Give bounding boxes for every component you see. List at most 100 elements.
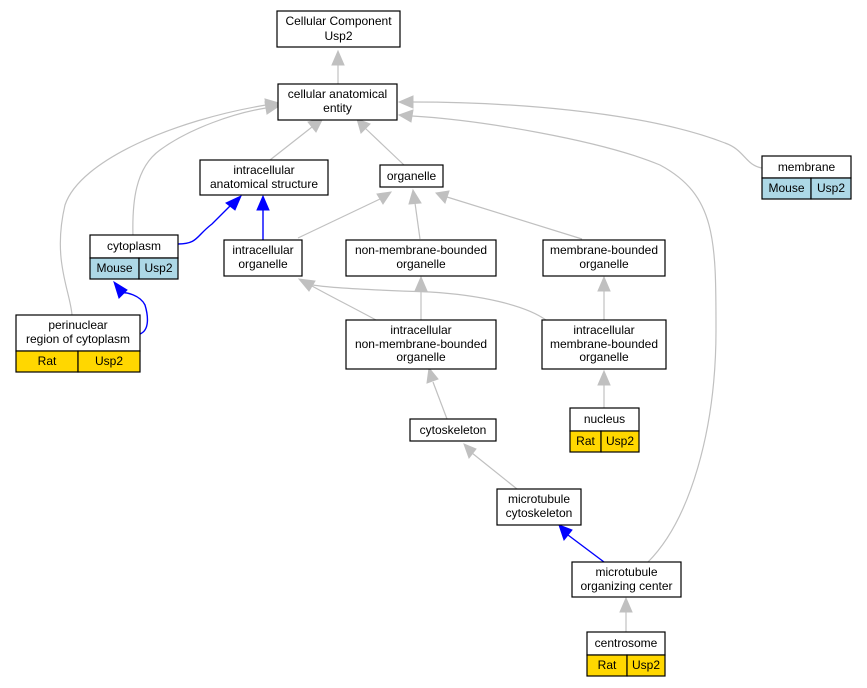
annotation-species: Rat (576, 434, 595, 448)
node-label-line: membrane-bounded (550, 337, 658, 351)
node-label-line: organelle (238, 257, 288, 271)
edge-mtoc-cae (411, 115, 717, 563)
edge-imbo-io (312, 284, 547, 321)
arrow-nucleus-imbo (597, 369, 611, 386)
node-label-line: entity (323, 101, 352, 115)
nodes: Cellular Component Usp2 cellular anatomi… (15, 10, 852, 677)
node-label-line: organizing center (580, 579, 672, 593)
edge-io-organelle (297, 198, 381, 239)
arrow-mtoc-mtcs (558, 524, 573, 542)
node-label-line: organelle (579, 350, 629, 364)
arrow-centrosome-mtoc (619, 596, 633, 613)
annotation-cell-gene (138, 257, 179, 280)
node-membrane[interactable]: membrane Mouse Usp2 (761, 155, 852, 200)
node-perinuclear-region-of-cytoplasm[interactable]: perinuclear region of cytoplasm Rat Usp2 (15, 314, 141, 373)
node-label-line: cytoplasm (107, 239, 161, 253)
node-nucleus[interactable]: nucleus Rat Usp2 (569, 407, 640, 453)
node-label-line: organelle (579, 257, 629, 271)
node-organelle[interactable]: organelle (379, 164, 444, 188)
node-label-line: centrosome (595, 636, 658, 650)
node-intracellular-non-membrane-bounded-organelle[interactable]: intracellular non-membrane-bounded organ… (345, 319, 497, 370)
arrow-mtcs-cytoskeleton (463, 443, 477, 460)
node-label-line: cytoskeleton (506, 506, 573, 520)
annotation-cell-gene (810, 177, 852, 200)
node-intracellular-organelle[interactable]: intracellular organelle (223, 239, 303, 277)
node-label-line: non-membrane-bounded (355, 337, 487, 351)
arrow-perinuclear-cae (264, 98, 281, 112)
arrow-membrane-cae (397, 95, 414, 109)
node-centrosome[interactable]: centrosome Rat Usp2 (586, 631, 666, 677)
arrow-io-organelle (376, 191, 393, 205)
node-non-membrane-bounded-organelle[interactable]: non-membrane-bounded organelle (345, 239, 497, 277)
annotation-gene: Usp2 (632, 658, 660, 672)
node-membrane-bounded-organelle[interactable]: membrane-bounded organelle (542, 239, 666, 277)
annotation-gene: Usp2 (817, 181, 845, 195)
node-intracellular-membrane-bounded-organelle[interactable]: intracellular membrane-bounded organelle (541, 319, 667, 370)
annotation-cell-gene (626, 654, 666, 677)
annotation-species: Mouse (96, 261, 132, 275)
edge-cytoplasm-ias (177, 205, 231, 245)
annotation-gene: Usp2 (144, 261, 172, 275)
edge-cytoplasm-cae (132, 107, 267, 238)
node-label-line: organelle (396, 257, 446, 271)
arrow-mbo-organelle (435, 190, 450, 204)
arrow-cae-root (331, 49, 345, 66)
node-label-line: membrane-bounded (550, 243, 658, 257)
arrow-inmbo-nmbo (414, 275, 428, 292)
node-label-line: region of cytoplasm (26, 332, 130, 346)
edge-inmbo-io (311, 285, 377, 321)
node-label-line: organelle (387, 169, 437, 183)
edge-mbo-organelle (446, 196, 583, 240)
arrow-mtoc-cae (397, 109, 414, 123)
node-label-line: anatomical structure (210, 177, 318, 191)
node-label-line: intracellular (573, 323, 634, 337)
node-label-line: microtubule (508, 492, 570, 506)
node-label-line: intracellular (233, 163, 294, 177)
arrow-imbo-mbo (597, 275, 611, 292)
arrow-perinuclear-cytoplasm (113, 280, 128, 299)
node-cellular-component[interactable]: Cellular Component Usp2 (276, 10, 401, 48)
edge-mtcs-cytoskeleton (471, 452, 518, 490)
edge-membrane-cae (411, 101, 763, 169)
node-label-line: membrane (778, 160, 836, 174)
node-label-line: nucleus (584, 412, 625, 426)
node-label-line: non-membrane-bounded (355, 243, 487, 257)
edge-ias-cae (269, 126, 313, 161)
node-label-line: Cellular Component (285, 14, 392, 28)
annotation-species: Rat (598, 658, 617, 672)
edge-perinuclear-cae (59, 104, 267, 316)
node-label-line: cellular anatomical (288, 87, 387, 101)
node-label-line: intracellular (232, 243, 293, 257)
node-cellular-anatomical-entity[interactable]: cellular anatomical entity (277, 83, 398, 121)
node-label-line: perinuclear (48, 318, 107, 332)
edge-nmbo-organelle (414, 202, 421, 240)
edges (59, 49, 763, 632)
node-microtubule-organizing-center[interactable]: microtubule organizing center (571, 561, 682, 598)
node-label-line: Usp2 (324, 29, 352, 43)
node-cytoplasm[interactable]: cytoplasm Mouse Usp2 (89, 234, 179, 280)
node-label-line: microtubule (595, 565, 657, 579)
arrow-cytoskeleton-inmbo (426, 366, 439, 384)
annotation-gene: Usp2 (606, 434, 634, 448)
arrow-cytoplasm-ias (225, 194, 242, 211)
annotation-cell-gene (77, 350, 141, 373)
edge-organelle-cae (364, 127, 405, 166)
node-intracellular-anatomical-structure[interactable]: intracellular anatomical structure (199, 159, 329, 196)
node-label-line: intracellular (390, 323, 451, 337)
node-microtubule-cytoskeleton[interactable]: microtubule cytoskeleton (496, 488, 582, 526)
annotation-species: Rat (38, 354, 57, 368)
node-label-line: cytoskeleton (420, 423, 487, 437)
arrow-io-ias (256, 194, 270, 211)
arrow-organelle-cae (356, 118, 371, 134)
arrow-inmbo-io (297, 278, 316, 292)
arrow-nmbo-organelle (408, 188, 422, 205)
annotation-species: Mouse (768, 181, 804, 195)
edge-cytoskeleton-inmbo (432, 381, 448, 420)
annotation-cell-gene (600, 430, 640, 453)
edge-perinuclear-cytoplasm (121, 292, 149, 335)
node-label-line: organelle (396, 350, 446, 364)
node-cytoskeleton[interactable]: cytoskeleton (409, 418, 497, 442)
annotation-gene: Usp2 (95, 354, 123, 368)
edge-mtoc-mtcs (567, 534, 605, 563)
